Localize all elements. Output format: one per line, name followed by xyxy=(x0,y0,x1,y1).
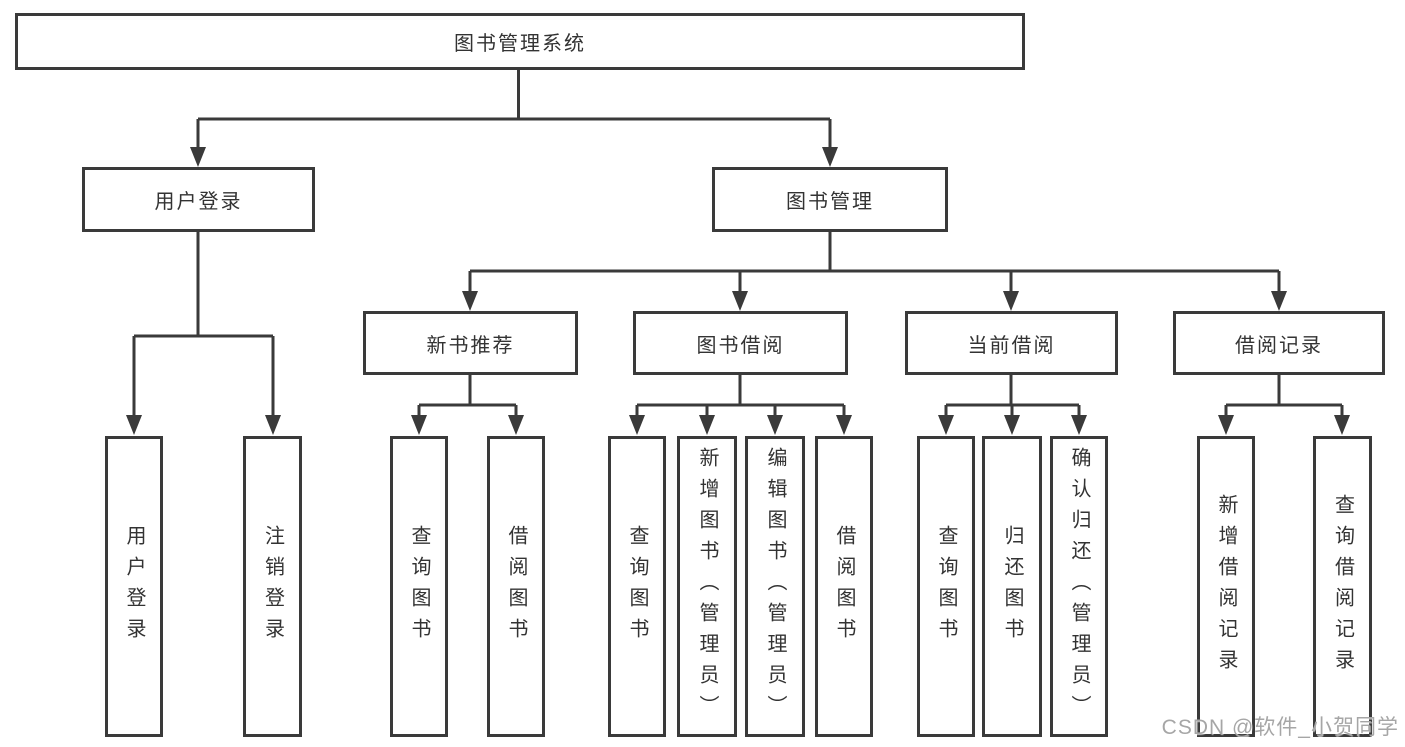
leaf-query-books-borrow: 查询图书 xyxy=(608,436,666,737)
leaf-edit-book-admin-label: 编辑图书（管理员） xyxy=(764,447,786,726)
node-root-label: 图书管理系统 xyxy=(454,33,586,55)
leaf-query-books-recommend-label: 查询图书 xyxy=(408,524,430,649)
arrowhead xyxy=(1218,415,1234,435)
node-current-borrow-label: 当前借阅 xyxy=(967,334,1056,357)
arrowhead xyxy=(836,415,852,435)
leaf-add-book-admin-label: 新增图书（管理员） xyxy=(696,447,718,726)
node-book-borrow: 图书借阅 xyxy=(633,311,848,375)
arrowhead xyxy=(508,415,524,435)
leaf-user-login: 用户登录 xyxy=(105,436,163,737)
arrowhead xyxy=(1003,291,1019,311)
leaf-logout-login-label: 注销登录 xyxy=(261,524,284,649)
leaf-confirm-return-admin-label: 确认归还（管理员） xyxy=(1068,447,1090,726)
leaf-borrow-books-recommend: 借阅图书 xyxy=(487,436,545,737)
leaf-borrow-books-recommend-label: 借阅图书 xyxy=(505,524,527,649)
arrowhead xyxy=(462,291,478,311)
node-book-management-label: 图书管理 xyxy=(786,191,874,213)
node-user-login: 用户登录 xyxy=(82,167,315,232)
leaf-borrow-books: 借阅图书 xyxy=(815,436,873,737)
node-borrow-records: 借阅记录 xyxy=(1173,311,1385,375)
node-book-management: 图书管理 xyxy=(712,167,948,232)
leaf-return-book-label: 归还图书 xyxy=(1001,524,1023,649)
arrowhead xyxy=(1271,291,1287,311)
leaf-user-login-label: 用户登录 xyxy=(123,524,145,649)
arrowhead xyxy=(822,147,838,167)
arrowhead xyxy=(732,291,748,311)
node-new-book-recommend-label: 新书推荐 xyxy=(426,334,515,357)
leaf-confirm-return-admin: 确认归还（管理员） xyxy=(1050,436,1108,737)
leaf-query-borrow-record: 查询借阅记录 xyxy=(1313,436,1372,737)
node-user-login-label: 用户登录 xyxy=(154,191,243,213)
leaf-add-book-admin: 新增图书（管理员） xyxy=(677,436,737,737)
node-current-borrow: 当前借阅 xyxy=(905,311,1118,375)
node-book-borrow-label: 图书借阅 xyxy=(696,334,785,357)
node-new-book-recommend: 新书推荐 xyxy=(363,311,578,375)
arrowhead xyxy=(1004,415,1020,435)
node-borrow-records-label: 借阅记录 xyxy=(1235,334,1323,357)
leaf-query-books-borrow-label: 查询图书 xyxy=(626,524,648,649)
leaf-add-borrow-record: 新增借阅记录 xyxy=(1197,436,1255,737)
leaf-query-borrow-record-label: 查询借阅记录 xyxy=(1331,493,1354,680)
arrowhead xyxy=(699,415,715,435)
arrowhead xyxy=(629,415,645,435)
leaf-return-book: 归还图书 xyxy=(982,436,1042,737)
watermark: CSDN @软件_小贺同学 xyxy=(1161,716,1399,739)
leaf-query-books-current: 查询图书 xyxy=(917,436,975,737)
leaf-query-books-current-label: 查询图书 xyxy=(935,524,957,649)
arrowhead xyxy=(265,415,281,435)
leaf-logout-login: 注销登录 xyxy=(243,436,302,737)
node-root: 图书管理系统 xyxy=(15,13,1025,70)
leaf-edit-book-admin: 编辑图书（管理员） xyxy=(745,436,805,737)
arrowhead xyxy=(190,147,206,167)
arrowhead xyxy=(1334,415,1350,435)
leaf-query-books-recommend: 查询图书 xyxy=(390,436,448,737)
arrowhead xyxy=(767,415,783,435)
arrowhead xyxy=(938,415,954,435)
leaf-borrow-books-label: 借阅图书 xyxy=(833,524,855,649)
arrowhead xyxy=(411,415,427,435)
leaf-add-borrow-record-label: 新增借阅记录 xyxy=(1215,493,1237,680)
arrowhead xyxy=(1071,415,1087,435)
arrowhead xyxy=(126,415,142,435)
